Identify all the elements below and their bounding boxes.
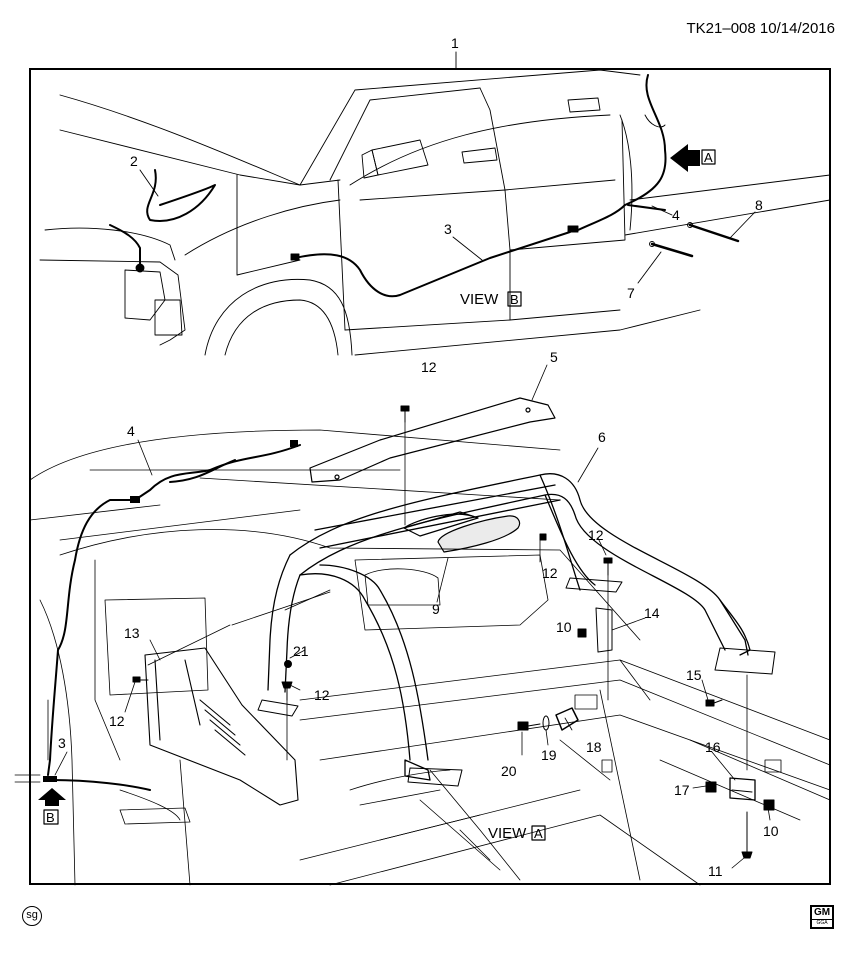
drawing-header: TK21–008 10/14/2016 [687, 20, 835, 37]
harness-view-a [43, 440, 301, 791]
callout-11: 11 [708, 863, 723, 879]
view-a-letter: A [534, 826, 543, 841]
view-a-label: VIEW [488, 825, 527, 842]
callout-9: 9 [432, 601, 440, 617]
callout-19: 19 [541, 747, 557, 763]
callout-13: 13 [124, 625, 140, 641]
arrow-a-indicator [670, 144, 716, 172]
view-b-label: VIEW [460, 291, 499, 308]
gm-logo-text: GM [813, 907, 831, 918]
leader-lines-bottom [54, 364, 771, 869]
part-13-panel [144, 647, 299, 806]
view-a-letter-box [531, 825, 546, 841]
view-b-letter: B [510, 292, 519, 307]
arrow-b-indicator [38, 788, 66, 825]
view-b-letter-box [507, 291, 522, 307]
illustration-frame [29, 68, 831, 885]
callout-3-top: 3 [444, 221, 452, 237]
mounting-brackets [257, 577, 776, 787]
callout-21: 21 [293, 643, 309, 659]
arrow-b-letter: B [46, 810, 55, 825]
callout-10-a: 10 [556, 619, 572, 635]
callout-10-b: 10 [763, 823, 779, 839]
callout-2: 2 [130, 153, 138, 169]
callout-18: 18 [586, 739, 602, 755]
drawing-date: 10/14/2016 [759, 20, 835, 37]
gm-logo: GM GGA [810, 905, 834, 929]
callout-16: 16 [705, 739, 721, 755]
callout-12-c: 12 [542, 565, 558, 581]
fasteners [132, 405, 775, 859]
callout-4-top: 4 [672, 207, 680, 223]
part-9-lamp [403, 511, 521, 553]
callout-7: 7 [627, 285, 635, 301]
callout-14: 14 [644, 605, 660, 621]
leader-lines-top [139, 51, 756, 284]
callout-3-bottom: 3 [58, 735, 66, 751]
callout-15: 15 [686, 667, 702, 683]
callout-4-bottom: 4 [127, 423, 135, 439]
sport-bar-assembly [267, 473, 751, 781]
callout-8: 8 [755, 197, 763, 213]
cab-side-drawing [39, 69, 831, 356]
callout-1: 1 [451, 35, 459, 51]
callout-6: 6 [598, 429, 606, 445]
truck-bed-drawing [14, 429, 831, 886]
callout-20: 20 [501, 763, 517, 779]
callout-labels: 1 2 3 4 8 7 12 5 6 4 12 12 9 10 14 15 13… [46, 35, 779, 879]
callout-17: 17 [674, 782, 690, 798]
gm-logo-subtext: GGA [812, 919, 832, 926]
callout-5: 5 [550, 349, 558, 365]
callout-12-b: 12 [588, 527, 604, 543]
callout-12-d: 12 [314, 687, 330, 703]
sg-mark: sg [22, 906, 42, 926]
callout-12-e: 12 [109, 713, 125, 729]
arrow-a-letter: A [704, 150, 713, 165]
part-5-pad [309, 397, 556, 483]
callout-12-a: 12 [421, 359, 437, 375]
drawing-code: TK21–008 [686, 20, 756, 37]
